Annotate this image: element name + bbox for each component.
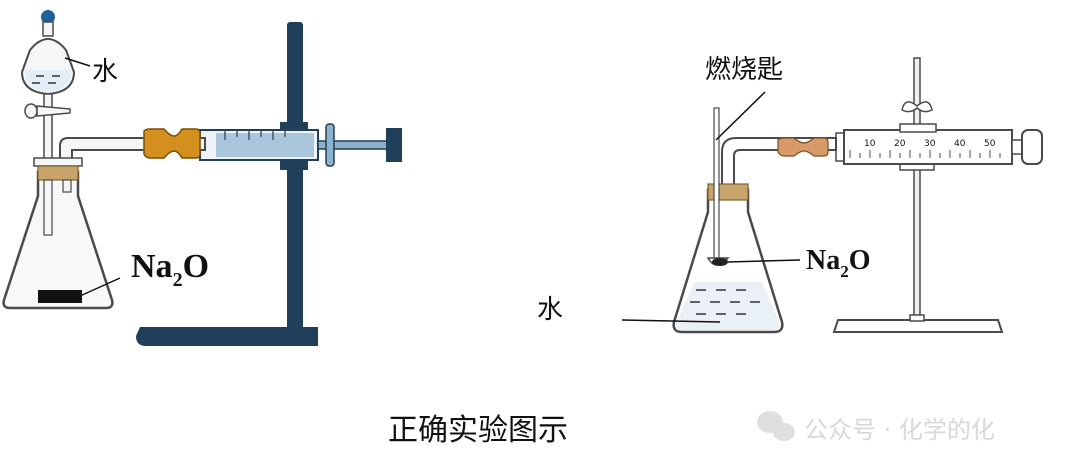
scale-40: 40 (954, 139, 966, 149)
right-conical-flask (672, 183, 784, 334)
left-water-label: 水 (92, 57, 118, 87)
left-conical-flask (2, 157, 121, 310)
left-na2o-solid (38, 290, 82, 303)
watermark: 公众号 · 化学的化 (757, 411, 995, 444)
right-na2o-label: Na2O (806, 245, 871, 281)
right-rubber-connector (777, 137, 829, 157)
right-water-label: 水 (537, 295, 563, 325)
left-syringe (199, 123, 402, 167)
right-iron-stand (832, 57, 1004, 333)
scale-50: 50 (984, 139, 996, 149)
scale-10: 10 (864, 139, 876, 149)
left-na2o-label: Na2O (131, 248, 209, 291)
separatory-funnel (20, 10, 91, 160)
left-apparatus: 水 Na2O (2, 10, 402, 346)
chat-bubble-icon (757, 411, 795, 441)
left-iron-stand (136, 22, 318, 346)
right-syringe: 10 20 30 40 50 (835, 123, 1043, 165)
scale-30: 30 (924, 139, 936, 149)
scale-20: 20 (894, 139, 906, 149)
figure-caption: 正确实验图示 (388, 413, 568, 448)
right-na2o-sample (712, 258, 728, 266)
combustion-spoon (706, 91, 766, 266)
spoon-label: 燃烧匙 (705, 55, 783, 85)
right-apparatus: 10 20 30 40 50 (537, 55, 1043, 334)
left-rubber-connector (143, 128, 201, 159)
watermark-text: 公众号 · 化学的化 (804, 416, 995, 444)
